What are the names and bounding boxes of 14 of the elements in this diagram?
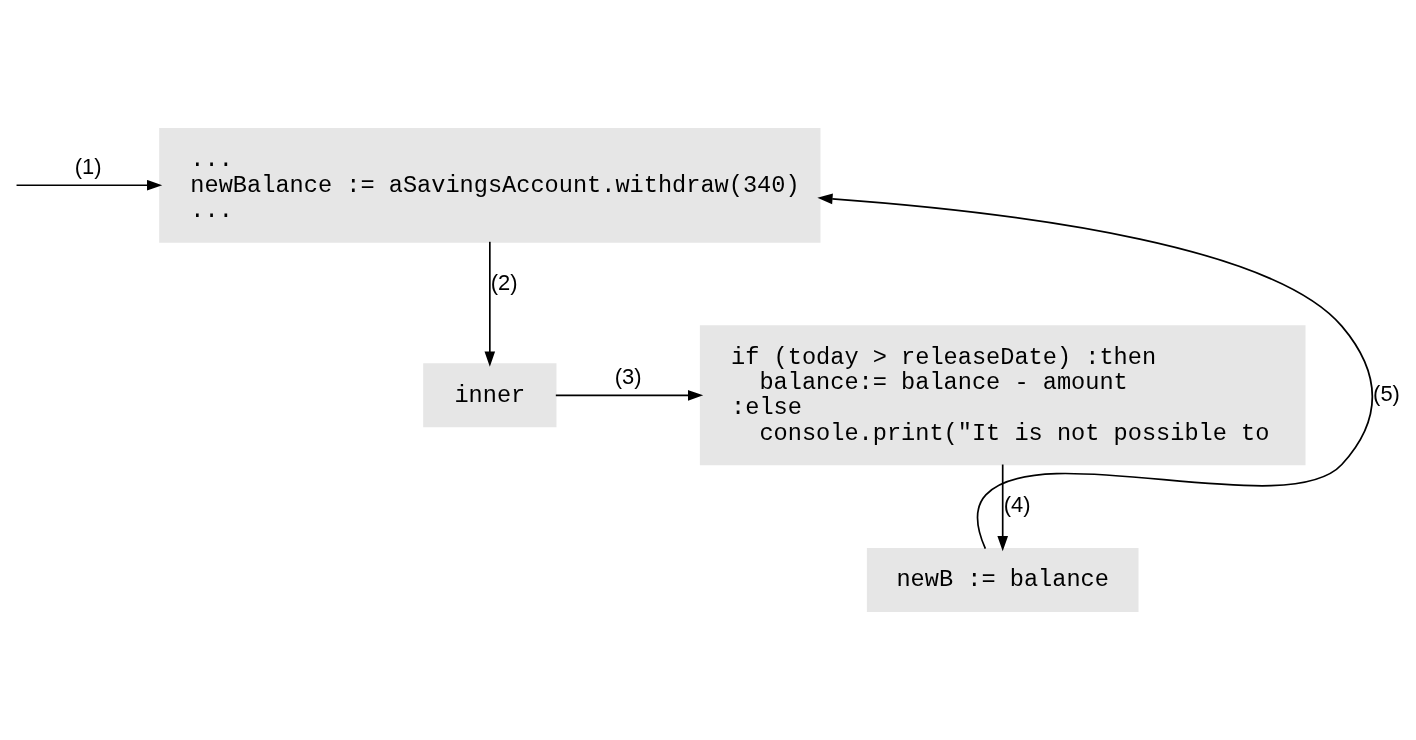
edge-label: (3)	[614, 364, 642, 390]
edge-label: (4)	[1003, 492, 1031, 518]
edge-label: (5)	[1373, 381, 1400, 407]
edge-label: (1)	[74, 154, 102, 180]
node-box: newB := balance	[866, 548, 1139, 613]
arrow	[817, 193, 1374, 550]
arrow	[997, 463, 1009, 552]
node-box: if (today > releaseDate) :then balance:= balance - amount :else console.print("It is not possible to	[699, 325, 1306, 466]
arrow	[15, 179, 163, 191]
edge-label: (2)	[490, 269, 518, 295]
arrow	[555, 389, 704, 401]
node-box: ... newBalance := aSavingsAccount.withdraw(340) ...	[159, 127, 821, 243]
arrow	[484, 240, 496, 367]
node-box: inner	[423, 363, 557, 428]
